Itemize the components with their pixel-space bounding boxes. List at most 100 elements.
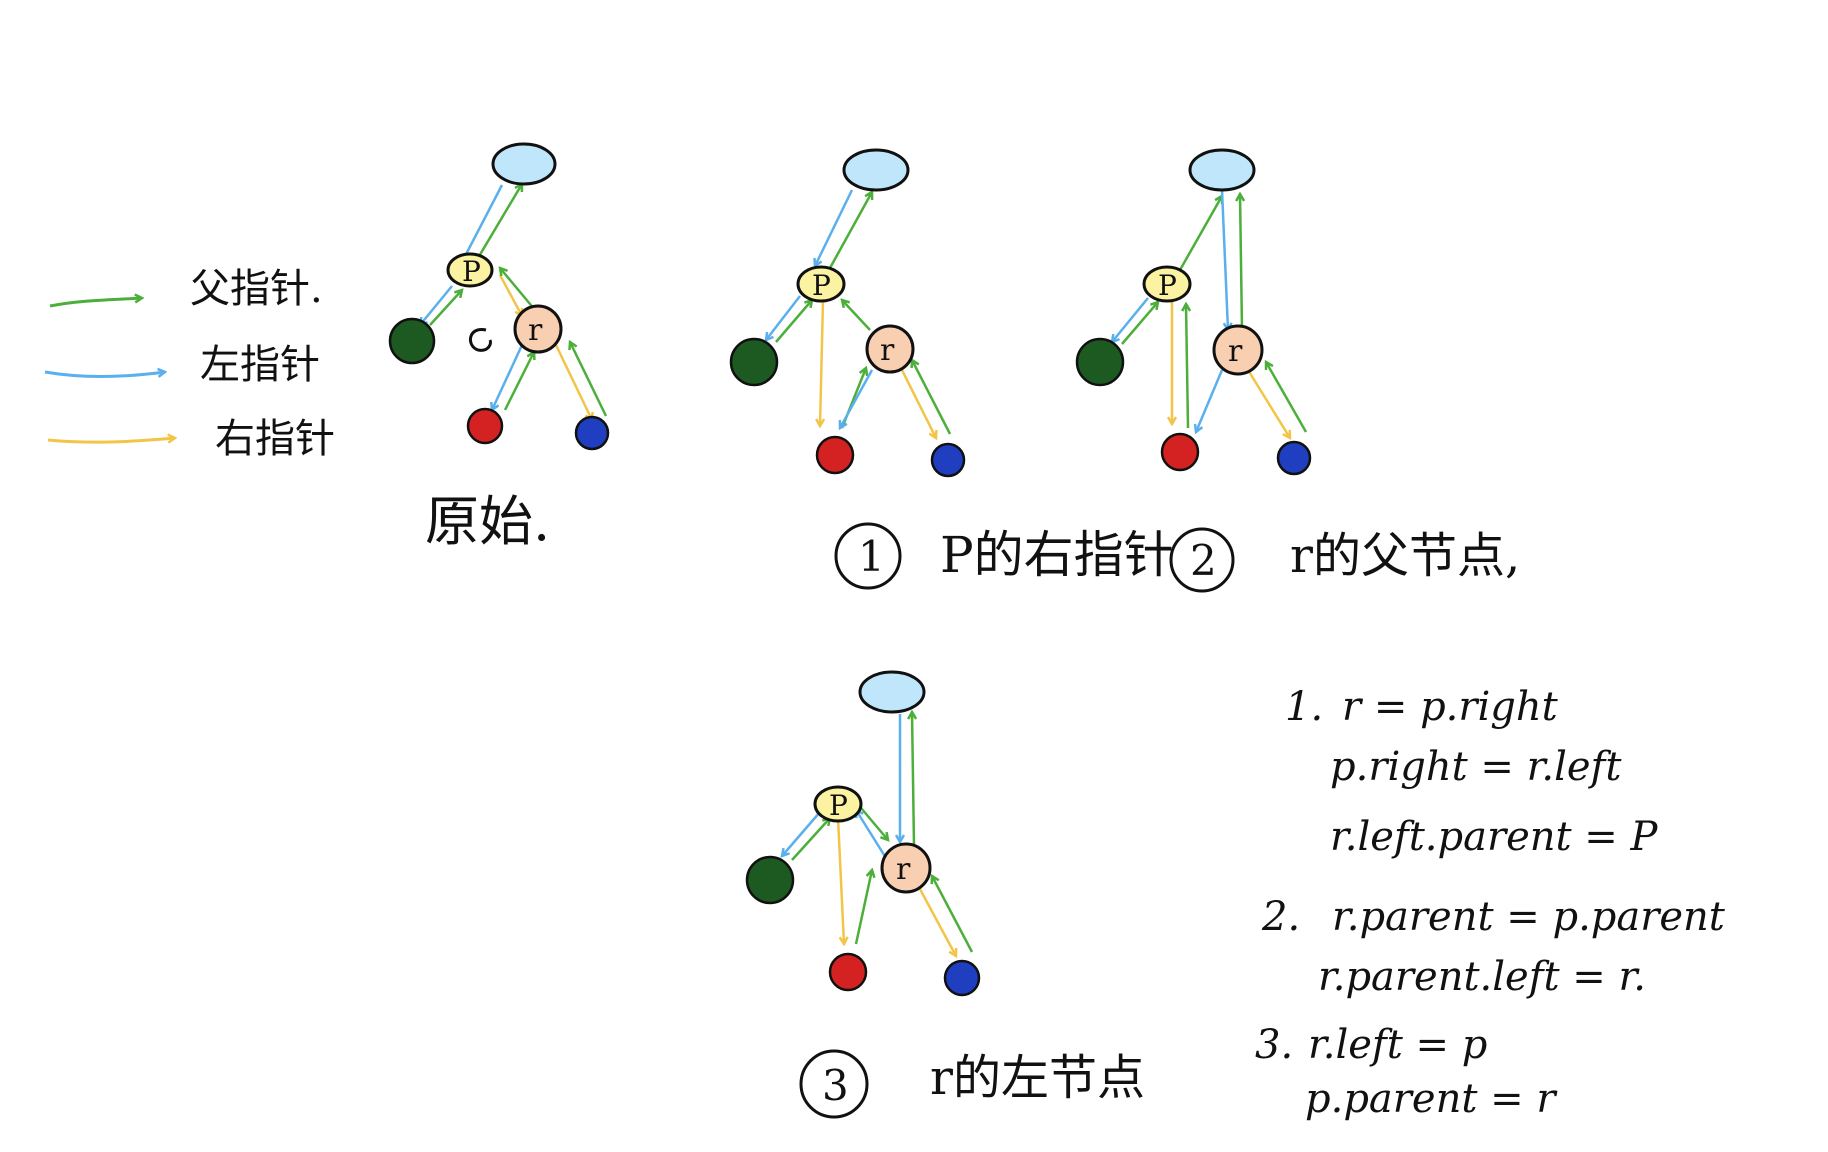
edge-red-r-parent (854, 870, 872, 945)
red-node (1160, 432, 1200, 472)
r-node (1212, 324, 1264, 376)
panel-step3: P r 3 r的左节点 (745, 670, 1145, 1119)
code-step2-number: 2. (1261, 894, 1300, 940)
edge-r-blue-right (554, 344, 592, 420)
edge-r-blue-right (1246, 369, 1290, 438)
edge-red-p-parent (1186, 304, 1188, 429)
edge-r-root-parent (912, 712, 914, 847)
edge-root-p-left (815, 189, 854, 266)
edge-r-p-parent (842, 300, 871, 331)
edge-root-p-left (462, 184, 504, 262)
step2-number: 2 (1190, 536, 1217, 585)
panel-step1: P r 1 P的右指针 (729, 148, 1174, 590)
blue-node (943, 959, 981, 997)
edge-blue-r-parent (932, 876, 974, 953)
edge-red-r-parent (503, 352, 534, 411)
code-step3-line2: p.parent = r (1305, 1076, 1558, 1122)
edge-p-root-parent (1178, 196, 1222, 271)
r-node (880, 842, 932, 894)
code-step3-line1: r.left = p (1308, 1022, 1487, 1068)
edge-p-red-right (820, 299, 823, 426)
code-step1-line2: p.right = r.left (1330, 744, 1622, 790)
edge-r-red-left (1196, 369, 1224, 432)
edge-green-p-parent (1121, 302, 1158, 345)
code-step1-line1: r = p.right (1342, 684, 1559, 730)
blue-node (1276, 440, 1312, 476)
code-step2-line1: r.parent = p.parent (1332, 894, 1726, 940)
edge-r-red-left (840, 369, 874, 428)
p-node-label: P (829, 789, 848, 822)
legend-left-arrow (44, 372, 165, 378)
r-node-label: r (896, 852, 911, 887)
p-node (446, 252, 494, 288)
blue-node (574, 415, 610, 451)
p-node-label: P (812, 269, 831, 302)
step2-caption: r的父节点, (1290, 528, 1520, 584)
edge-p-r-right (498, 274, 522, 316)
r-node-label: r (1228, 334, 1243, 369)
panel-step2: P r 2 r的父节点, (1075, 148, 1520, 593)
edge-p-root-parent (476, 184, 522, 259)
step3-number-circle (799, 1049, 869, 1119)
p-node-label: P (462, 255, 481, 288)
edge-r-blue-right (912, 877, 956, 956)
red-node (466, 407, 504, 445)
edge-blue-r-parent (912, 360, 952, 435)
edge-r-red-left (492, 344, 524, 410)
step1-number: 1 (858, 532, 885, 581)
code-notes: 1. r = p.right p.right = r.left r.left.p… (1255, 684, 1726, 1122)
step1-caption: P的右指针 (940, 526, 1174, 584)
r-node (865, 324, 915, 374)
legend-right-label: 右指针 (215, 416, 335, 462)
green-node (388, 317, 436, 365)
edge-p-green-left (420, 285, 453, 325)
edge-blue-r-parent (1266, 362, 1308, 433)
r-node-label: r (528, 313, 543, 348)
original-caption: 原始. (425, 490, 550, 553)
step3-number: 3 (822, 1061, 849, 1110)
edge-p-root-parent (828, 192, 872, 269)
red-node (828, 952, 868, 992)
edge-r-root-parent (1240, 194, 1242, 331)
edge-p-green-left (1112, 297, 1149, 342)
root-node (1188, 148, 1256, 192)
legend-parent-label: 父指针. (190, 266, 323, 312)
step3-caption: r的左节点 (930, 1050, 1145, 1106)
p-node (796, 265, 846, 303)
r-node-label: r (880, 333, 895, 368)
code-step1-number: 1. (1285, 684, 1323, 730)
edge-green-p-parent (775, 300, 812, 343)
code-step1-line3: r.left.parent = P (1330, 814, 1659, 860)
r-node (513, 304, 563, 354)
rotation-hint-icon (469, 328, 492, 352)
step1-number-circle (834, 522, 902, 590)
edge-green-p-parent (791, 818, 830, 861)
step2-number-circle (1169, 527, 1235, 593)
legend-right-arrow (47, 438, 175, 444)
green-node (745, 855, 795, 905)
edge-p-green-left (782, 811, 821, 856)
root-node (842, 148, 910, 192)
p-node (1142, 265, 1192, 303)
edge-p-red-right (836, 817, 844, 944)
edge-green-p-parent (429, 290, 462, 326)
blue-node (930, 442, 966, 478)
green-node (729, 337, 779, 387)
legend: 父指针. 左指针 右指针 (44, 266, 335, 462)
code-step3-number: 3. (1255, 1022, 1293, 1068)
edge-r-blue-right (896, 361, 936, 438)
red-node (815, 435, 855, 475)
edge-p-green-left (766, 295, 801, 340)
edge-r-p-left (856, 810, 888, 859)
edge-blue-r-parent (570, 342, 608, 417)
legend-left-label: 左指针 (200, 342, 320, 388)
p-node (813, 785, 863, 823)
green-node (1075, 337, 1125, 387)
panel-original: P r 原始. (388, 142, 610, 553)
code-step2-line2: r.parent.left = r. (1318, 954, 1646, 1000)
p-node-label: P (1158, 269, 1177, 302)
root-node (858, 670, 926, 714)
root-node (491, 142, 557, 186)
edge-root-r-left (1220, 189, 1228, 330)
